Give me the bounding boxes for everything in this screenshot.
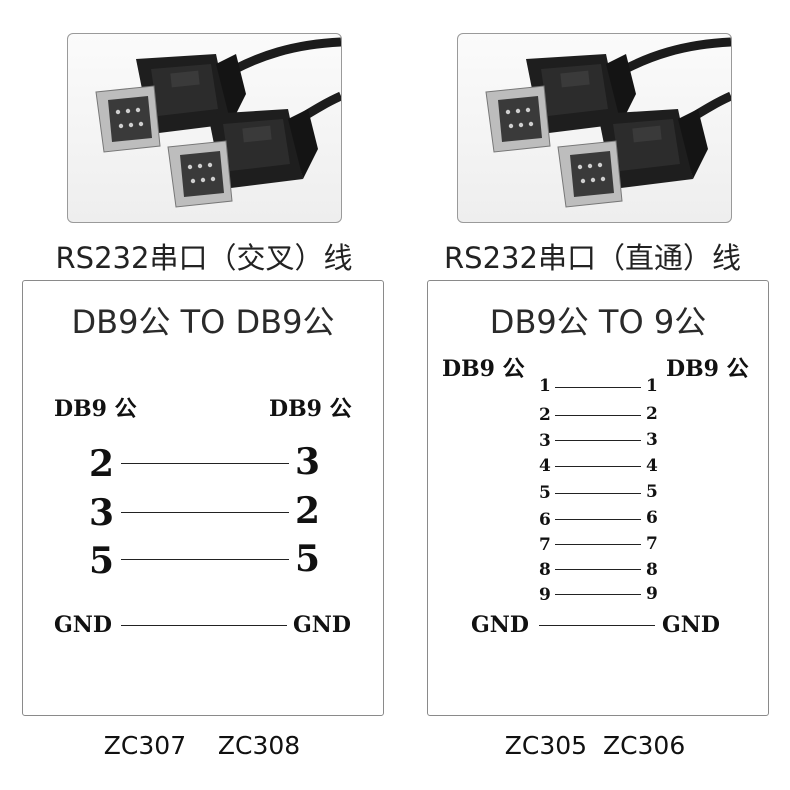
pin-right: 6 bbox=[646, 508, 658, 528]
caption-crossover: RS232串口（交叉）线 bbox=[55, 241, 353, 275]
pin-left: 5 bbox=[539, 483, 551, 503]
wire bbox=[555, 594, 641, 595]
connector-header-left: DB9 公 bbox=[442, 356, 525, 382]
wire bbox=[121, 559, 289, 560]
serial-cable-image bbox=[485, 37, 731, 208]
wire bbox=[555, 440, 641, 441]
wire bbox=[121, 463, 289, 464]
wire bbox=[555, 569, 641, 570]
wire bbox=[555, 387, 641, 388]
cable-photo-right bbox=[457, 33, 732, 223]
wire bbox=[555, 544, 641, 545]
gnd-right: GND bbox=[293, 612, 351, 638]
connector-header-right: DB9 公 bbox=[666, 356, 749, 382]
serial-cable-image bbox=[95, 37, 341, 208]
pin-right: 3 bbox=[295, 441, 321, 483]
model-numbers-straight: ZC305 ZC306 bbox=[504, 731, 686, 760]
model-numbers-crossover: ZC307 ZC308 bbox=[103, 731, 301, 760]
gnd-left: GND bbox=[54, 612, 112, 638]
wire bbox=[555, 415, 641, 416]
gnd-wire bbox=[539, 625, 655, 626]
pin-right: 5 bbox=[295, 538, 321, 580]
pin-left: 3 bbox=[89, 492, 115, 534]
cable-photo-left bbox=[67, 33, 342, 223]
panel-title: DB9公 TO DB9公 bbox=[71, 303, 335, 341]
pin-left: 8 bbox=[539, 560, 551, 580]
pin-left: 5 bbox=[89, 540, 115, 582]
pin-left: 6 bbox=[539, 510, 551, 530]
panel-title: DB9公 TO 9公 bbox=[489, 303, 707, 341]
pin-left: 2 bbox=[539, 405, 551, 425]
pin-right: 2 bbox=[646, 404, 658, 424]
pin-right: 7 bbox=[646, 534, 658, 554]
pin-left: 2 bbox=[89, 443, 115, 485]
wire bbox=[555, 519, 641, 520]
wiring-panel-crossover: DB9公 TO DB9公 DB9 公 DB9 公 2 3 3 2 5 5 GND… bbox=[22, 280, 384, 716]
wire bbox=[121, 512, 289, 513]
gnd-right: GND bbox=[662, 612, 720, 638]
pin-right: 9 bbox=[646, 584, 658, 604]
pin-left: 9 bbox=[539, 585, 551, 605]
pin-right: 3 bbox=[646, 430, 658, 450]
gnd-left: GND bbox=[471, 612, 529, 638]
pin-right: 5 bbox=[646, 482, 658, 502]
pin-right: 8 bbox=[646, 560, 658, 580]
wire bbox=[555, 466, 641, 467]
pin-left: 7 bbox=[539, 535, 551, 555]
pin-left: 4 bbox=[539, 456, 551, 476]
wire bbox=[555, 493, 641, 494]
gnd-wire bbox=[121, 625, 287, 626]
caption-straight: RS232串口（直通）线 bbox=[444, 241, 741, 275]
wiring-panel-straight: DB9公 TO 9公 DB9 公 DB9 公 1 1 2 2 3 3 4 4 5… bbox=[427, 280, 769, 716]
connector-header-left: DB9 公 bbox=[54, 396, 137, 422]
connector-header-right: DB9 公 bbox=[269, 396, 352, 422]
pin-right: 2 bbox=[295, 490, 321, 532]
pin-right: 1 bbox=[646, 376, 658, 396]
pin-left: 3 bbox=[539, 431, 551, 451]
pin-right: 4 bbox=[646, 456, 658, 476]
pin-left: 1 bbox=[539, 376, 551, 396]
